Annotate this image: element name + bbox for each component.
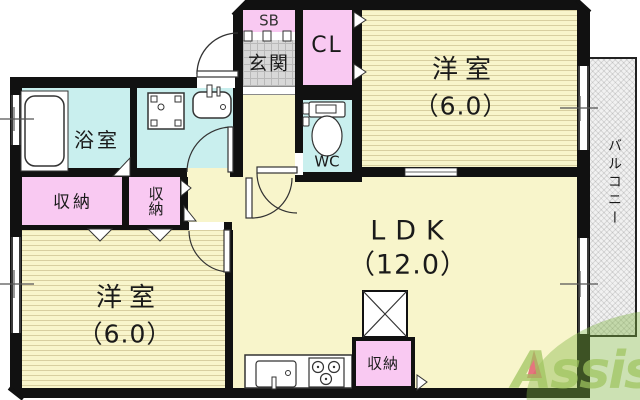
- ldk-label: LDK: [370, 215, 454, 247]
- wall-right: [577, 0, 590, 398]
- wall-entrance-left: [233, 0, 243, 177]
- bedroom-top-floor: [362, 10, 577, 167]
- wall-wash-bottom: [10, 168, 187, 177]
- ldk-balcony-window: [578, 238, 589, 334]
- storage-kitchen-label: 収納: [366, 354, 400, 373]
- washroom-door-opening: [187, 168, 230, 177]
- bedroom-top-size-label: （6.0）: [413, 91, 509, 121]
- storage-kitchen-area: [352, 337, 415, 390]
- entrance-step: [243, 86, 295, 95]
- wall-wc-bottom: [295, 172, 362, 182]
- wall-storage-right: [180, 177, 188, 230]
- balcony-label: バルコニー: [606, 138, 622, 228]
- wall-bedroom-bottom-right: [225, 230, 233, 388]
- entrance-label: 玄関: [247, 52, 291, 75]
- storage-mid-area: [129, 177, 180, 225]
- shoe-box-doors-strip: [243, 32, 295, 40]
- closet-label: CL: [311, 33, 343, 58]
- bedroom-bottom-window: [11, 237, 21, 333]
- wall-storage-divider: [122, 177, 129, 230]
- bedroom-bottom-label: 洋室: [95, 283, 163, 313]
- bedroom-bottom-floor: [22, 230, 225, 388]
- wall-cl-wc-right: [352, 0, 362, 182]
- wall-top-right: [352, 0, 588, 10]
- storage-mid-label: 収納: [146, 186, 165, 216]
- balcony-area: [590, 57, 637, 337]
- washroom-floor: [137, 88, 237, 168]
- bedroom-top-balcony-window: [578, 66, 589, 150]
- closet-area: [303, 10, 352, 85]
- entrance-floor: [243, 40, 295, 86]
- front-door-icon: [196, 32, 239, 78]
- wall-storage-bottom: [22, 225, 188, 230]
- bedroom-bottom-size-label: （6.0）: [77, 319, 173, 349]
- wall-cl-wc-divider: [295, 85, 357, 100]
- wall-wash-bottom-right: [230, 168, 243, 177]
- wall-bath-wash: [130, 88, 137, 172]
- wc-door-opening: [295, 153, 303, 175]
- bathroom-label: 浴室: [74, 128, 120, 152]
- wall-bottom: [10, 388, 590, 398]
- front-door-opening: [197, 77, 235, 88]
- shoe-box-label: SB: [259, 11, 279, 30]
- bedroom-top-label: 洋室: [431, 55, 499, 85]
- wall-bedroom-top-bottom: [352, 167, 588, 177]
- wall-top-left: [10, 77, 243, 88]
- storage-left-area: [22, 177, 122, 225]
- shoe-box-area: [243, 10, 295, 32]
- ldk-size-label: （12.0）: [347, 249, 469, 281]
- bathroom-window: [11, 95, 21, 145]
- wc-label: WC: [314, 152, 340, 171]
- storage-left-label: 収納: [53, 192, 93, 213]
- bedroom-bottom-door-opening: [189, 222, 224, 230]
- hall-upper-floor: [243, 88, 295, 177]
